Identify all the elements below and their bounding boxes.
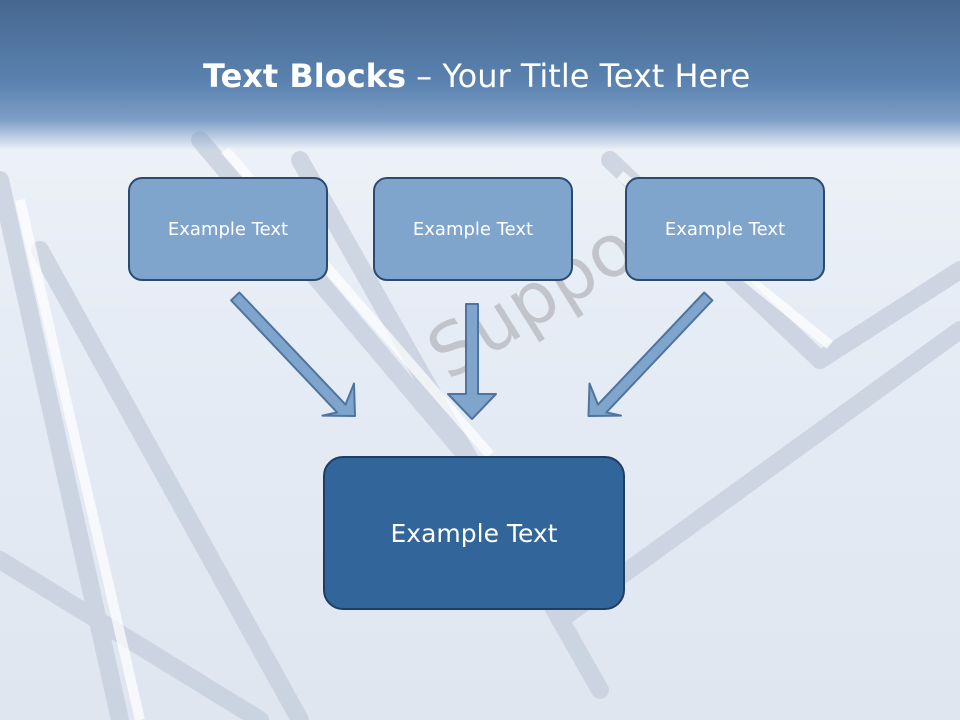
target-box: Example Text <box>323 456 625 610</box>
source-box-right: Example Text <box>625 177 825 281</box>
title-bold-part: Text Blocks <box>203 57 406 95</box>
arrow-left-icon <box>230 291 356 417</box>
title-dash: – <box>416 57 433 95</box>
arrow-right-icon <box>587 291 714 417</box>
source-box-label: Example Text <box>664 218 786 240</box>
source-box-center: Example Text <box>373 177 573 281</box>
source-box-left: Example Text <box>128 177 328 281</box>
source-box-label: Example Text <box>412 218 534 240</box>
title-rest-part: Your Title Text Here <box>442 57 751 95</box>
slide-title: Text Blocks – Your Title Text Here <box>203 52 750 100</box>
target-box-label: Example Text <box>390 518 558 548</box>
arrow-center-icon <box>447 303 497 420</box>
header-band <box>0 0 960 150</box>
source-box-label: Example Text <box>167 218 289 240</box>
